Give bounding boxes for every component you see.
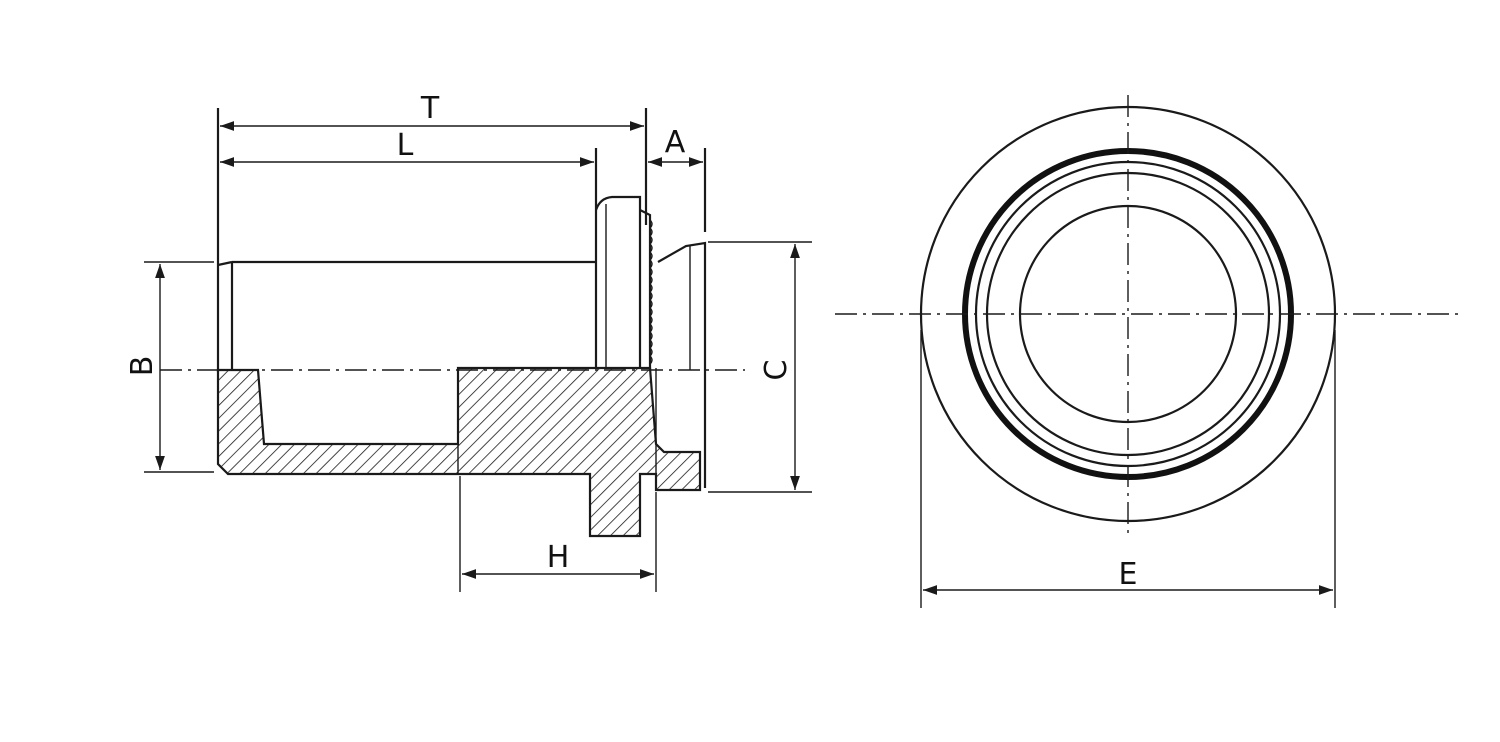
label-A: A xyxy=(665,125,686,160)
dimension-H: H xyxy=(459,476,657,592)
label-E: E xyxy=(1119,557,1138,592)
section-hatching xyxy=(216,366,702,538)
label-C: C xyxy=(759,360,794,381)
dimension-B: B xyxy=(125,261,214,473)
dimension-E: E xyxy=(920,330,1336,608)
side-view: T L A B C H xyxy=(125,91,812,592)
label-T: T xyxy=(420,91,440,126)
dimension-T: T xyxy=(220,91,644,131)
dimension-C: C xyxy=(708,241,812,493)
dimension-L: L xyxy=(220,128,594,167)
label-B: B xyxy=(125,356,160,377)
body-outline xyxy=(216,108,707,488)
label-L: L xyxy=(397,128,414,163)
front-view: E xyxy=(835,95,1460,608)
spigot-circle xyxy=(1018,204,1238,424)
label-H: H xyxy=(547,540,570,575)
dimension-A: A xyxy=(648,125,703,167)
